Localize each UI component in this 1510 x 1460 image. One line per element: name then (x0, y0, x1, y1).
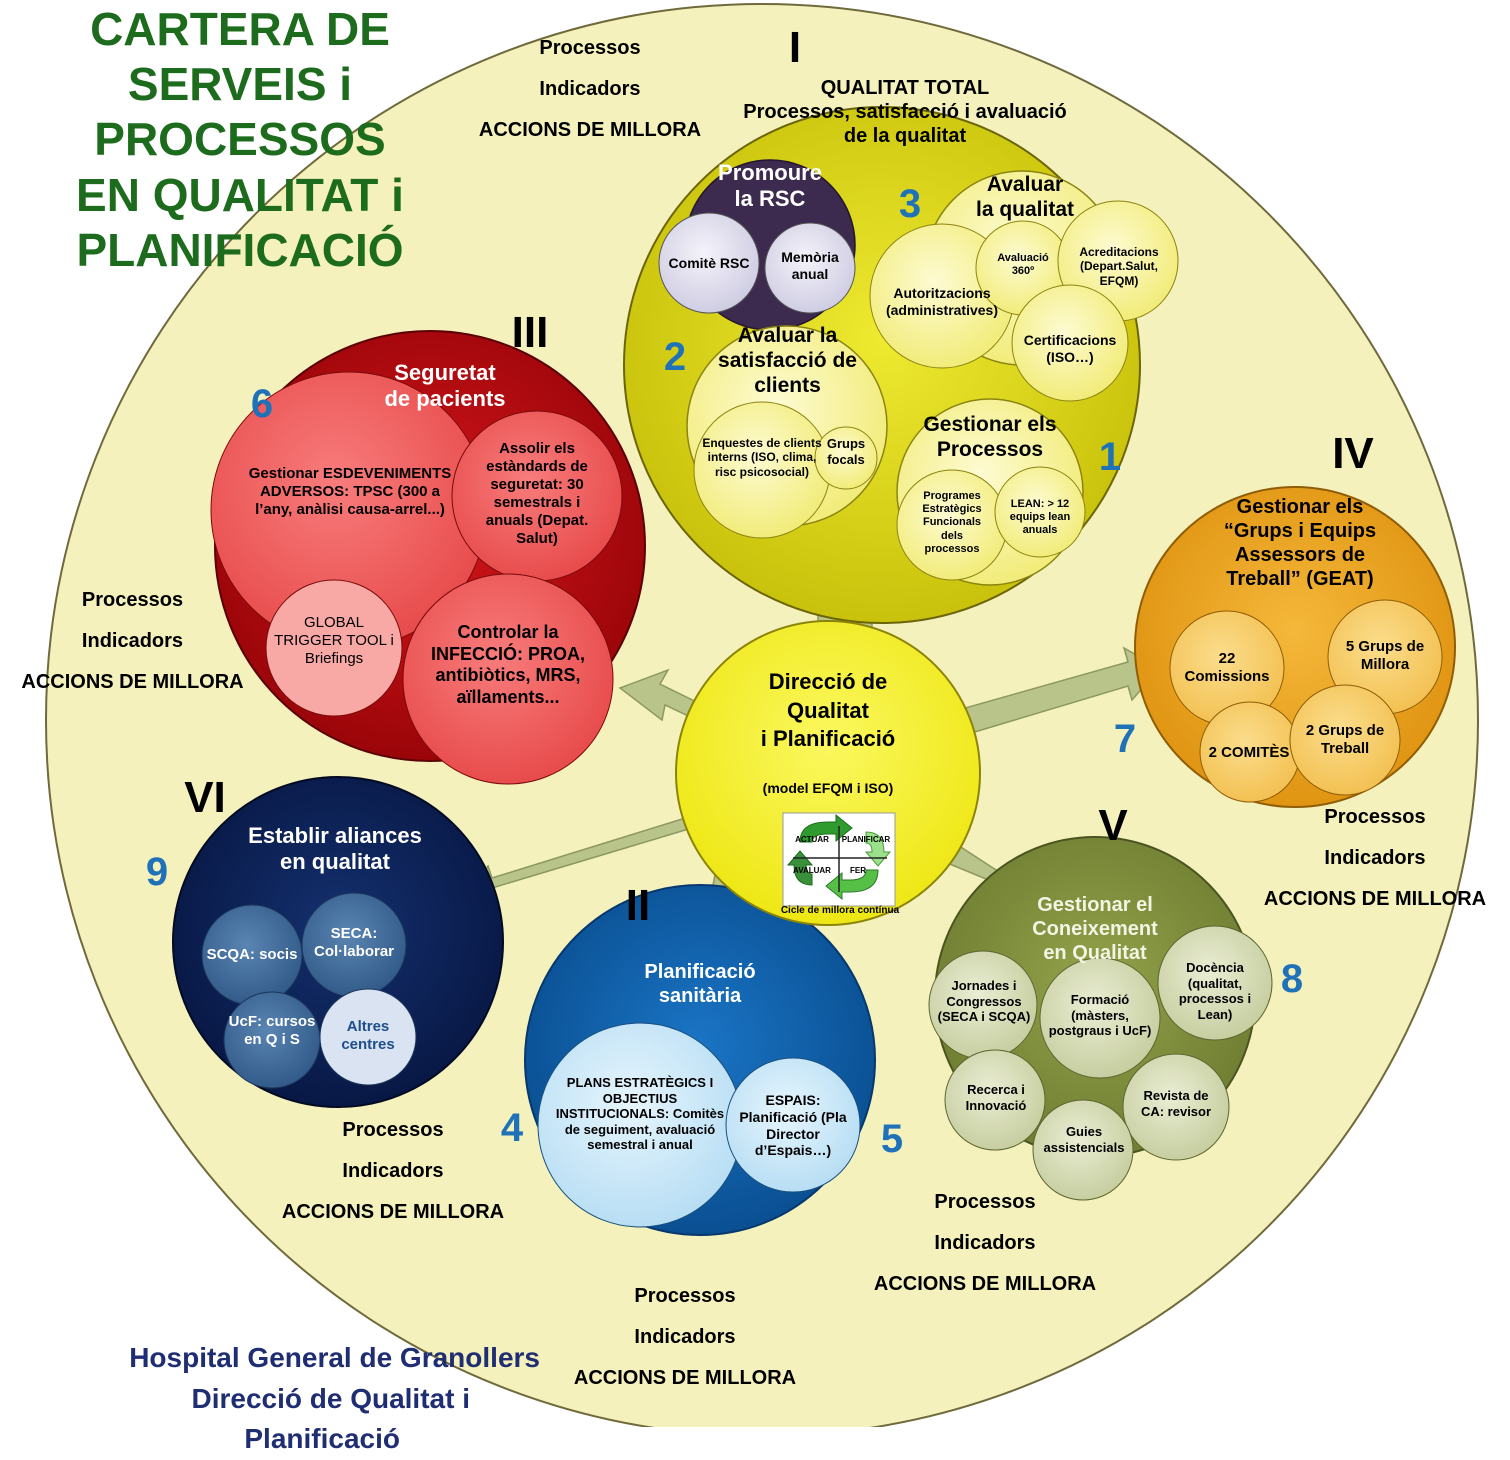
geat-item: 5 Grups de Millora (1345, 638, 1425, 673)
pdca-label: ACTUAR (795, 835, 829, 844)
eval-item: Autoritzacions (administratives) (885, 285, 999, 318)
roman-i: I (788, 23, 802, 72)
diagram-shapes (45, 3, 1479, 1427)
geat-item-circle (1289, 684, 1401, 796)
rsc-item: Comitè RSC (668, 255, 750, 271)
alliances-item: UcF: cursos en Q i S (228, 1013, 316, 1048)
alliances-item: Altres centres (341, 1018, 395, 1053)
eval-item: Avaluació 360º (997, 252, 1049, 278)
number-1: 1 (1098, 435, 1122, 479)
eval-item: Acreditacions (Depart.Salut, EFQM) (1079, 245, 1159, 288)
number-5: 5 (880, 1117, 904, 1161)
number-8: 8 (1280, 957, 1304, 1001)
safety-item: Assolir els estàndards de seguretat: 30 … (485, 440, 589, 547)
roman-iv: IV (1332, 429, 1374, 478)
cycle-caption: Cicle de millora contínua (780, 905, 900, 916)
knowledge-item: Revista de CA: revisor (1140, 1088, 1212, 1119)
planning-item: PLANS ESTRATÈGICS I OBJECTIUS INSTITUCIO… (555, 1075, 725, 1153)
alliances-item-circle (319, 988, 417, 1086)
number-3: 3 (898, 182, 922, 226)
pdca-label: FER (850, 866, 866, 875)
roman-iii: III (511, 308, 549, 357)
alliances-item: SECA: Col·laborar (313, 925, 394, 960)
pdca-label: PLANIFICAR (841, 835, 891, 844)
safety-item: Controlar la INFECCIÓ: PROA, antibiòtics… (430, 622, 585, 707)
roman-v: V (1098, 801, 1128, 850)
planning-item: ESPAIS: Planificació (Pla Director d’Esp… (739, 1092, 847, 1159)
pdca-label: AVALUAR (793, 866, 831, 875)
number-4: 4 (500, 1106, 524, 1150)
knowledge-item: Formació (màsters, postgraus i UcF) (1048, 992, 1152, 1039)
knowledge-item-circle (1032, 1099, 1134, 1201)
rsc-item: Memòria anual (781, 249, 839, 282)
number-2: 2 (663, 335, 687, 379)
center-subtitle: (model EFQM i ISO) (762, 780, 894, 796)
knowledge-item: Guies assistencials (1043, 1124, 1125, 1155)
knowledge-item-circle (1039, 957, 1161, 1079)
rsc-item-circle (658, 212, 760, 314)
safety-item-circle (265, 579, 403, 717)
safety-item: GLOBAL TRIGGER TOOL i Briefings (274, 614, 394, 667)
number-9: 9 (145, 850, 169, 894)
knowledge-item-circle (944, 1049, 1046, 1151)
geat-item: 2 COMITÈS (1208, 744, 1290, 761)
knowledge-item-circle (1122, 1053, 1230, 1161)
safety-item: Gestionar ESDEVENIMENTS ADVERSOS: TPSC (… (248, 465, 452, 518)
geat-item: 22 Comissions (1184, 650, 1270, 685)
center-circle (675, 620, 981, 926)
sat-item-circle (814, 426, 878, 490)
knowledge-item: Docència (qualitat, processos i Lean) (1178, 960, 1252, 1022)
footer-hospital: Hospital General de Granollers Direcció … (129, 1342, 540, 1455)
proc-item: Programes Estratègics Funcionals dels pr… (922, 490, 982, 555)
roman-ii: II (625, 881, 651, 930)
knowledge-item-circle (1157, 925, 1273, 1041)
sat-item: Enquestes de clients interns (ISO, clima… (702, 436, 822, 479)
geat-item: 2 Grups de Treball (1305, 722, 1385, 757)
roman-vi: VI (184, 773, 226, 822)
number-7: 7 (1113, 717, 1137, 761)
eval-item: Certificacions (ISO…) (1023, 332, 1117, 365)
pdca-cycle (782, 812, 896, 907)
proc-item-circle (994, 466, 1086, 558)
sat-item: Grups focals (826, 436, 866, 467)
safety-item-circle (402, 573, 614, 785)
knowledge-item: Recerca i Innovació (965, 1082, 1027, 1113)
planning-item-circle (725, 1057, 861, 1193)
eval-item-circle (1011, 284, 1129, 402)
proc-item: LEAN: > 12 equips lean anuals (1009, 498, 1071, 537)
alliances-item: SCQA: socis (206, 946, 298, 963)
rsc-item-circle (764, 222, 856, 314)
knowledge-item: Jornades i Congressos (SECA i SCQA) (937, 978, 1031, 1025)
number-6: 6 (250, 382, 274, 426)
